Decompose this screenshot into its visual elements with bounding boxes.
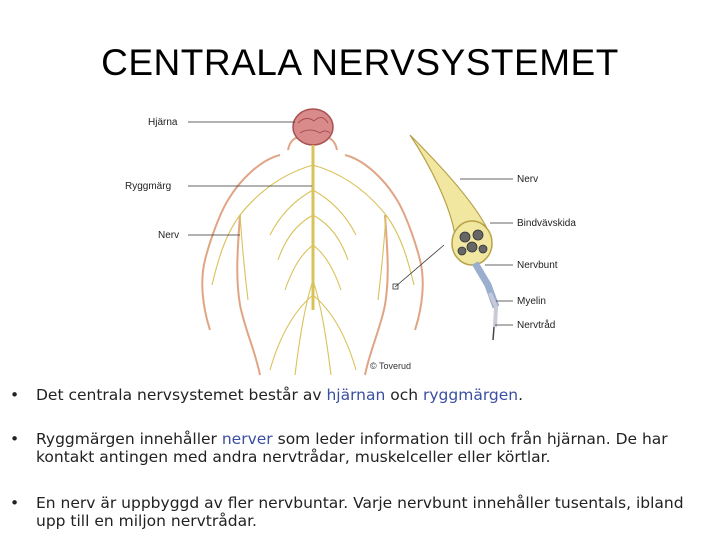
label-nervtrad: Nervtråd — [517, 319, 555, 331]
bullet-icon: • — [10, 430, 20, 448]
label-nerv-left: Nerv — [158, 230, 179, 241]
label-myelin: Myelin — [517, 296, 546, 307]
brain-shape — [292, 108, 334, 146]
label-hjarna: Hjärna — [148, 117, 178, 128]
bullet-icon: • — [10, 386, 20, 404]
label-bindvavskida: Bindvävskida — [517, 218, 576, 229]
nerve-cross-section — [409, 134, 500, 341]
bullet-icon: • — [10, 494, 20, 512]
term-ryggmargen: ryggmärgen — [423, 386, 519, 404]
label-nervbunt: Nervbunt — [517, 260, 558, 271]
nervous-system-diagram: Hjärna Ryggmärg Nerv Nerv Bi — [125, 108, 576, 376]
bullet-item: • Det centrala nervsystemet består av hj… — [10, 386, 524, 404]
bullet-item: • Ryggmärgen innehåller nerver som leder… — [10, 430, 668, 466]
label-nerv-right: Nerv — [517, 174, 538, 185]
bullet-item: • En nerv är uppbyggd av fler nervbuntar… — [10, 494, 684, 530]
label-ryggmarg: Ryggmärg — [125, 181, 171, 192]
copyright-text: © Toverud — [370, 361, 411, 371]
bullet-list: • Det centrala nervsystemet består av hj… — [8, 384, 708, 530]
term-hjarnan: hjärnan — [326, 386, 386, 404]
body-outline — [201, 136, 424, 376]
page-title: CENTRALA NERVSYSTEMET — [101, 42, 619, 83]
peripheral-nerves — [211, 164, 415, 376]
nervous-system-illustration: Hjärna Ryggmärg Nerv Nerv Bi — [110, 95, 610, 380]
term-nerver: nerver — [221, 430, 273, 448]
